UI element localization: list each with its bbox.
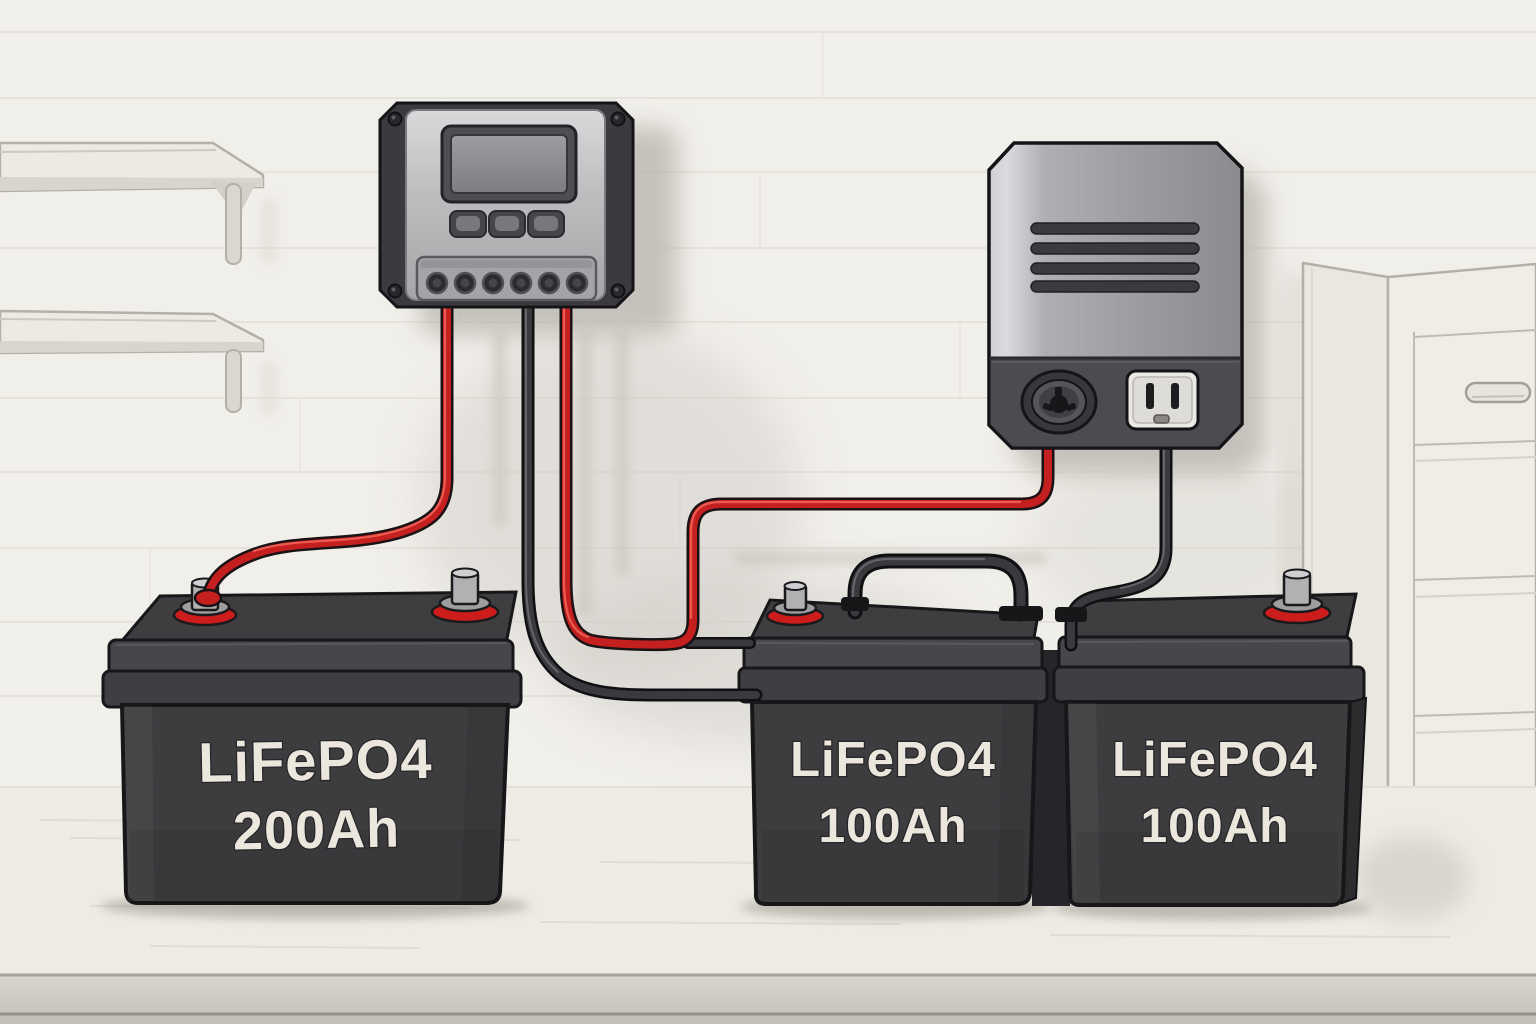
battery-100ah-right: LiFePO4 100Ah (1052, 568, 1368, 907)
battery3-positive-terminal (1262, 568, 1332, 625)
inverter (987, 141, 1244, 450)
battery3-chemistry-label: LiFePO4 (1112, 733, 1318, 787)
battery1-chemistry-label: LiFePO4 (198, 727, 433, 794)
battery-200ah: LiFePO4 200Ah (101, 567, 523, 905)
cabinet-drawer-lines (1413, 329, 1536, 786)
cabinet-drawer-handle (1464, 381, 1532, 404)
controller-buttons (449, 210, 565, 238)
battery-100ah-left: LiFePO4 100Ah (737, 581, 1049, 906)
inverter-ac-outlet (1125, 369, 1200, 431)
battery2-chemistry-label: LiFePO4 (790, 733, 996, 787)
inverter-vents (1030, 222, 1200, 293)
charge-controller (378, 101, 635, 309)
battery1-positive-terminal (430, 567, 500, 624)
battery2-positive-terminal (765, 581, 825, 627)
wall-shelf-lower (0, 309, 277, 414)
wire-black-jumper-arch (847, 553, 1029, 622)
wall-shelf-upper (0, 141, 277, 265)
controller-terminal-strip (415, 255, 598, 302)
controller-corner-screws (387, 111, 626, 299)
counter-front-edge (0, 975, 1536, 1014)
inverter-twistlock-socket (1020, 369, 1098, 435)
controller-lcd-screen (450, 134, 568, 194)
wire-red-controller-to-battery1 (193, 295, 454, 608)
battery1-capacity-label: 200Ah (232, 799, 400, 862)
battery-lid-slots (841, 597, 1087, 622)
wire-black-controller-to-battery2 (521, 295, 763, 702)
battery3-capacity-label: 100Ah (1140, 800, 1289, 853)
wire-red-controller-to-inverter (559, 295, 1055, 652)
battery2-capacity-label: 100Ah (818, 800, 967, 853)
